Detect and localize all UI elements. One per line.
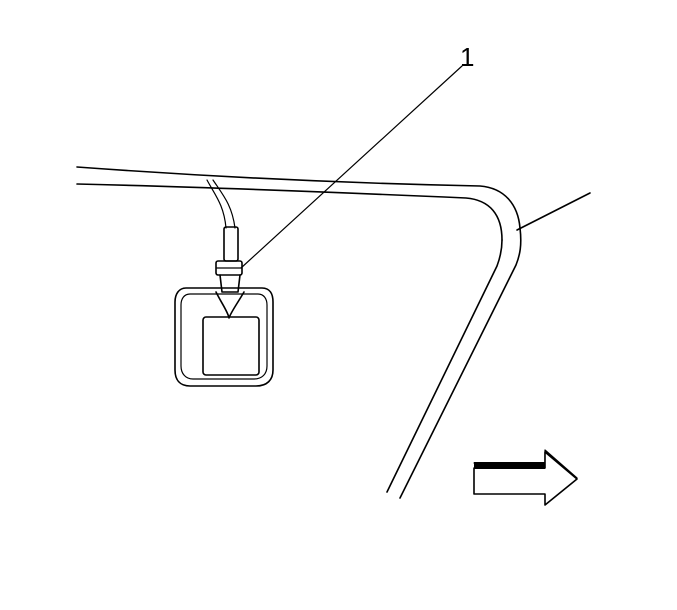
- connector-nut: [215, 260, 243, 276]
- body-outline: [76, 166, 591, 499]
- arrow-top-band: [474, 462, 545, 469]
- sensor-wire: [206, 179, 236, 229]
- callout-1: 1: [240, 42, 474, 269]
- body-panel-line: [516, 192, 591, 231]
- sensor-module-icon: [174, 287, 274, 387]
- sensor-outer-housing: [174, 287, 274, 387]
- connector-boot: [223, 226, 239, 262]
- roof-line-lower: [76, 183, 503, 241]
- sensor-neck: [215, 291, 245, 319]
- pillar-outer-edge: [399, 227, 522, 499]
- arrow-body: [473, 451, 578, 506]
- arrow-right-icon: [473, 449, 578, 506]
- roof-line-upper: [76, 166, 521, 229]
- pillar-inner-edge: [386, 239, 503, 493]
- sensor-face: [202, 316, 260, 376]
- sensor-housing-rim: [180, 293, 268, 380]
- callout-leader-line: [240, 65, 463, 269]
- connector: [215, 226, 243, 293]
- wire-strand-a: [206, 179, 227, 229]
- wire-strand-b: [212, 179, 236, 229]
- callout-number: 1: [460, 42, 474, 72]
- connector-stem: [219, 274, 241, 293]
